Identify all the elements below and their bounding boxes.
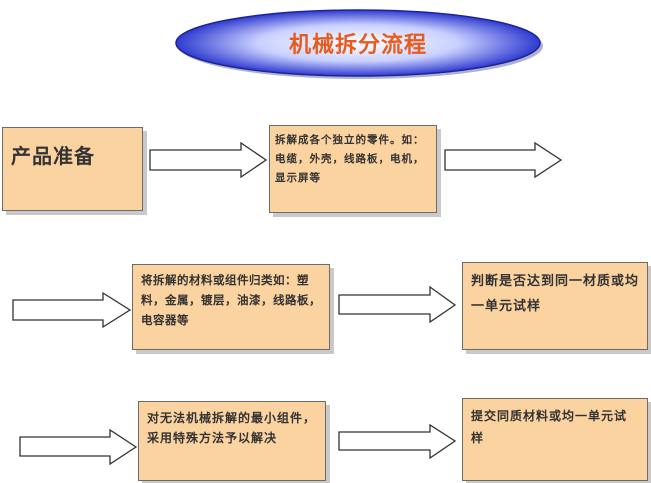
node-special: 对无法机械拆解的最小组件，采用特殊方法予以解决 [138,401,326,481]
node-submit: 提交同质材料或均一单元试样 [462,398,648,481]
node-classify: 将拆解的材料或组件归类如：塑料，金属，镀层，油漆，线路板，电容器等 [132,264,330,350]
node-prepare-label: 产品准备 [11,144,95,168]
arrow-classify-to-judge [338,285,457,324]
node-disassemble: 拆解成各个独立的零件。如：电缆，外壳，线路板，电机，显示屏等 [269,125,437,213]
arrow-disassemble-onward [444,141,563,179]
node-classify-label: 将拆解的材料或组件归类如：塑料，金属，镀层，油漆，线路板，电容器等 [141,273,321,327]
arrow-into-classify [12,291,132,329]
node-special-label: 对无法机械拆解的最小组件，采用特殊方法予以解决 [147,411,317,445]
arrow-into-special [19,428,138,466]
diagram-title: 机械拆分流程 [288,32,427,58]
node-prepare: 产品准备 [2,127,143,211]
node-submit-label: 提交同质材料或均一单元试样 [471,409,628,445]
node-judge: 判断是否达到同一材质或均一单元试样 [462,262,648,350]
node-judge-label: 判断是否达到同一材质或均一单元试样 [471,274,640,314]
arrow-prepare-to-disassemble [149,141,268,179]
arrow-special-to-submit [338,423,457,460]
node-disassemble-label: 拆解成各个独立的零件。如：电缆，外壳，线路板，电机，显示屏等 [275,134,425,184]
title-ellipse-fill [175,9,541,77]
